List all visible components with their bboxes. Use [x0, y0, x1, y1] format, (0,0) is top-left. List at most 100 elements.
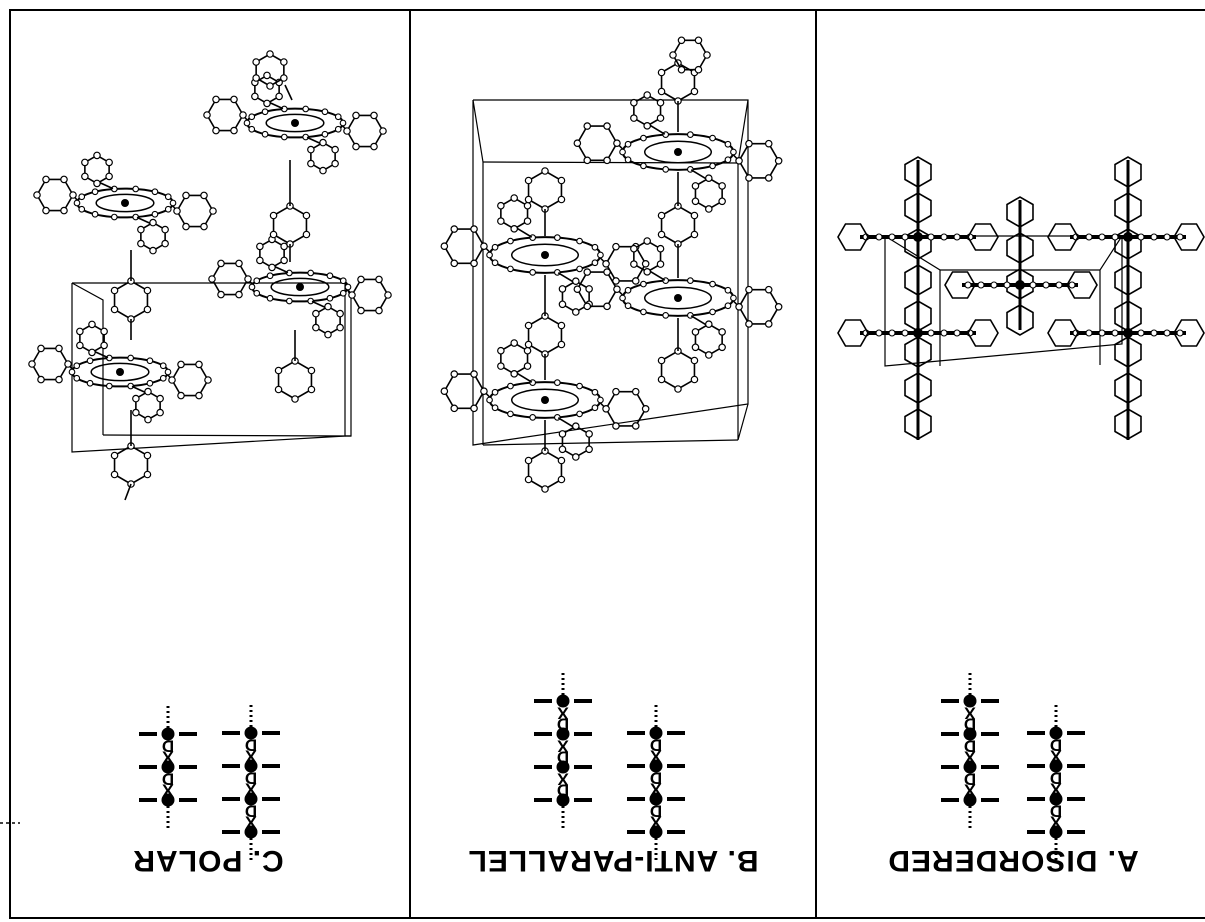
atom — [613, 285, 621, 294]
metal-center-dot — [1049, 759, 1063, 773]
atom — [252, 58, 260, 66]
atom — [212, 95, 220, 104]
atom — [42, 175, 50, 184]
chain-bridge-letter: D — [245, 736, 257, 755]
phenyl-ring — [272, 205, 308, 245]
atom — [690, 375, 699, 384]
atom — [280, 74, 288, 82]
metal-atom — [291, 119, 299, 127]
atom — [624, 156, 632, 164]
atom — [613, 139, 621, 148]
atom — [266, 82, 274, 90]
atom — [953, 329, 961, 337]
metal-center-dot — [649, 792, 663, 806]
atom — [266, 50, 274, 58]
atom — [78, 193, 86, 201]
atom — [1150, 233, 1158, 241]
atom — [204, 376, 212, 384]
atom — [352, 142, 360, 151]
atom — [691, 343, 700, 352]
chain-bridge-letter: D — [245, 802, 257, 821]
atom — [558, 430, 567, 438]
atom — [576, 382, 583, 390]
phenyl-ring — [443, 373, 485, 410]
atom — [709, 308, 716, 316]
atom — [302, 105, 310, 113]
phenyl-ring — [837, 319, 869, 347]
atom — [657, 356, 666, 365]
atom — [307, 269, 315, 277]
metal-center-dot — [161, 793, 175, 807]
metal-atom — [296, 283, 304, 291]
atom — [252, 74, 260, 82]
atom — [76, 327, 84, 336]
atom — [662, 166, 670, 173]
atom — [674, 385, 682, 393]
atom — [339, 277, 347, 285]
atom — [339, 119, 347, 127]
atom — [324, 330, 332, 339]
phenyl-ring — [967, 223, 999, 251]
metal-center-dot — [1049, 825, 1063, 839]
atom — [105, 354, 113, 362]
atom — [307, 159, 315, 168]
atom — [529, 414, 537, 421]
atom — [69, 191, 77, 199]
atom — [78, 205, 86, 213]
atom — [110, 470, 119, 479]
atom — [274, 366, 283, 375]
atom — [603, 122, 611, 130]
atom — [686, 131, 694, 138]
atom — [497, 201, 505, 210]
atom — [641, 404, 650, 413]
metal-center-dot — [161, 727, 175, 741]
atom — [612, 422, 620, 430]
atom — [336, 323, 344, 332]
atom — [630, 98, 638, 107]
atom — [491, 404, 499, 412]
atom — [491, 259, 499, 267]
atom — [195, 360, 203, 369]
bond — [284, 84, 293, 101]
atom — [209, 207, 217, 215]
atom — [146, 379, 154, 387]
phenyl-ring — [1047, 223, 1079, 251]
chain-bridge-letter: D — [245, 769, 257, 788]
atom — [100, 341, 108, 350]
atom — [357, 275, 365, 284]
atom — [657, 211, 666, 220]
metal-atom — [674, 294, 682, 302]
atom — [640, 134, 647, 142]
atom — [576, 265, 583, 273]
atom — [557, 195, 566, 204]
phenyl-ring — [944, 271, 976, 299]
phenyl-ring — [1114, 300, 1142, 332]
atom — [312, 309, 320, 318]
atom — [251, 92, 259, 101]
atom — [384, 291, 392, 299]
phenyl-ring — [500, 197, 529, 230]
phenyl-ring — [315, 305, 341, 336]
phenyl-ring — [837, 223, 869, 251]
atom — [657, 375, 666, 384]
atom — [1003, 281, 1011, 289]
atom — [470, 370, 478, 378]
atom — [146, 357, 154, 365]
atom — [662, 312, 670, 319]
atom — [132, 394, 140, 403]
atom — [553, 234, 561, 241]
atom — [591, 243, 599, 251]
unit-cell-edge — [71, 282, 104, 435]
atom — [164, 193, 172, 201]
atom — [370, 142, 378, 151]
atom — [144, 415, 152, 424]
atom — [764, 285, 773, 294]
atom — [280, 105, 288, 113]
atom — [379, 127, 387, 135]
phenyl-ring — [113, 445, 149, 485]
atom — [168, 376, 176, 384]
metal-center-dot — [649, 759, 663, 773]
metal-center-dot — [556, 694, 570, 708]
atom — [352, 111, 360, 120]
atom — [307, 145, 315, 154]
